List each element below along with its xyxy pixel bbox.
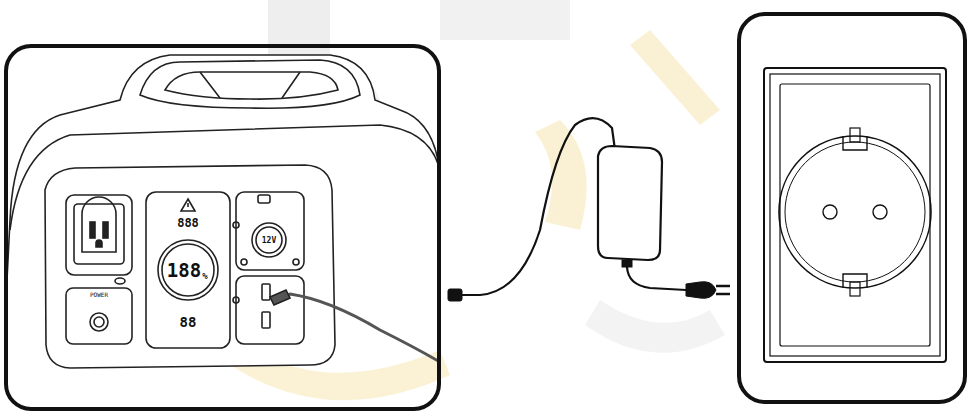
power-station [0,46,445,416]
battery-percent: 188 [167,261,201,280]
socket-label: 12V [262,237,276,245]
charger-cable [448,118,730,301]
display-digits: 88 [180,315,197,329]
percent-sign: % [202,272,207,281]
wall-socket [739,14,965,402]
button-label: POWER [90,292,108,298]
mains-plug [686,282,730,299]
display-digits: 888 [177,217,199,229]
power-adapter [598,146,662,267]
